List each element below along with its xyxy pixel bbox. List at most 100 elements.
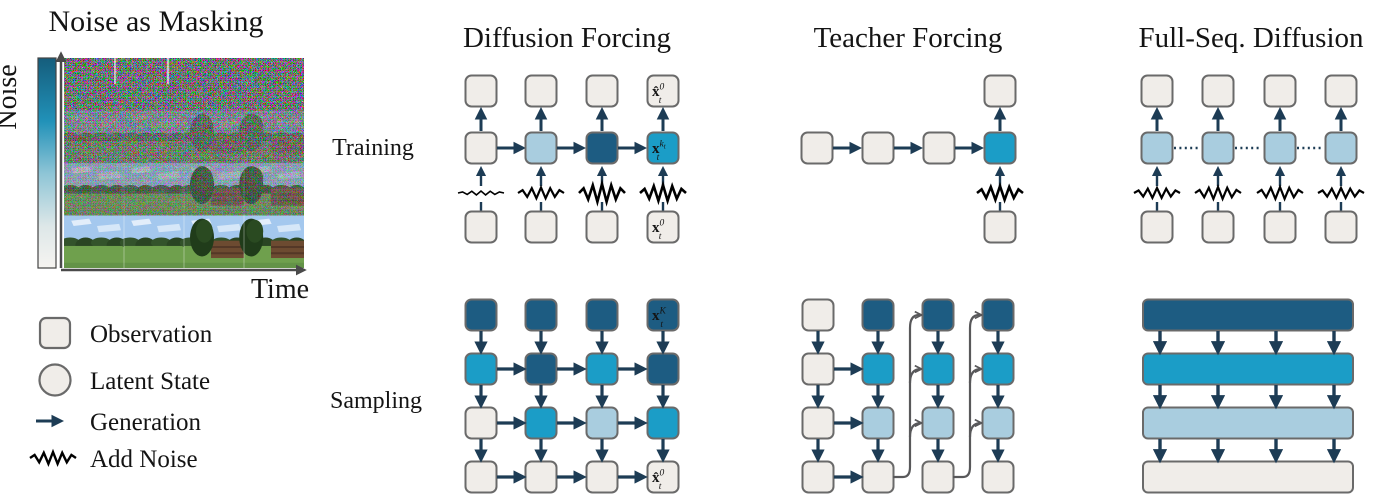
noisy-dark-node [585,131,619,165]
minecraft-noise-image [64,58,304,268]
full-seq-sampling-diagram [1142,298,1354,494]
noisy-mid-node [861,352,895,386]
noisy-dark-node [861,298,895,332]
observation-symbol [38,316,72,350]
observation-node [464,406,498,440]
time-axis-label: Time [251,274,309,305]
observation-node [801,406,835,440]
noisy-light-node [861,406,895,440]
grass-dark [244,262,304,268]
cloud [157,223,181,233]
observation-node [464,460,498,494]
noise-gradient-bar [37,57,57,269]
grass [124,245,184,268]
noisy-dark-node [646,298,680,332]
observation-node [861,131,895,165]
observation-node [585,460,619,494]
observation-node [1324,74,1358,108]
cloud [97,223,121,233]
observation-node [585,210,619,244]
observation-node [1263,74,1297,108]
noisy-dark-node [981,298,1015,332]
observation-node [585,74,619,108]
noisy-light-node [585,406,619,440]
noisy-light-node [1324,131,1358,165]
observation-node [861,460,895,494]
left-panel-title: Noise as Masking [49,5,264,38]
observation-node [981,460,1015,494]
noise-overlay [64,163,304,216]
noisy-dark-node [921,298,955,332]
feedback-branch-arrow [908,369,921,384]
grass-dark [184,262,244,268]
noise-overlay [64,58,304,111]
noisy-mid-node [646,406,680,440]
add-noise-zigzag [1194,183,1242,202]
noisy-dark-node [464,298,498,332]
add-noise-zigzag [517,184,565,202]
cloud [217,223,241,233]
add-noise-zigzag [457,189,505,196]
noisy-light-bar [1142,406,1354,440]
observation-node [801,460,835,494]
noisy-light-node [524,131,558,165]
add-noise-zigzag [1256,183,1304,202]
cloud [71,218,92,226]
latent-state-symbol [38,363,72,397]
observation-bar [1142,460,1354,494]
observation-node [922,131,956,165]
noisy-dark-bar [1142,298,1354,332]
cloud [277,223,301,233]
row-label-sampling: Sampling [330,388,422,414]
feedback-curve-arrow [892,315,921,479]
grass [64,245,124,268]
observation-node [464,210,498,244]
legend-label-generation: Generation [90,409,202,436]
noisy-mid-node [585,352,619,386]
noisy-mid-node [524,406,558,440]
big-tree [246,219,264,243]
observation-node [983,210,1017,244]
observation-node [1263,210,1297,244]
noisy-dark-node [524,352,558,386]
column-title-diffusion-forcing: Diffusion Forcing [463,22,671,54]
grass-dark [64,262,124,268]
add-noise-zigzag [1133,185,1181,201]
column-title-teacher-forcing: Teacher Forcing [814,22,1003,54]
row-label-training: Training [332,135,414,161]
observation-node [646,210,680,244]
noisy-dark-node [585,298,619,332]
noisy-light-node [1263,131,1297,165]
add-noise-zigzag [29,448,77,467]
noisy-light-node [1201,131,1235,165]
noisy-mid-node [981,352,1015,386]
observation-node [921,460,955,494]
legend-label-latent-state: Latent State [90,368,210,395]
observation-node [983,74,1017,108]
add-noise-zigzag [578,178,626,207]
tree [119,237,141,249]
noisy-light-node [921,406,955,440]
observation-node [801,352,835,386]
wall [211,240,244,259]
noise-axis-label: Noise [0,64,23,129]
teacher-forcing-sampling-diagram [801,298,1015,494]
observation-node [524,210,558,244]
observation-node [1201,74,1235,108]
legend-label-observation: Observation [90,321,213,348]
observation-node [524,460,558,494]
observation-node [1140,210,1174,244]
wall [271,240,304,259]
cloud [131,218,152,226]
observation-node [800,131,834,165]
observation-node [1201,210,1235,244]
noisy-dark-node [524,298,558,332]
noise-as-masking-panel: Noise as Masking Noise Time [0,5,309,305]
